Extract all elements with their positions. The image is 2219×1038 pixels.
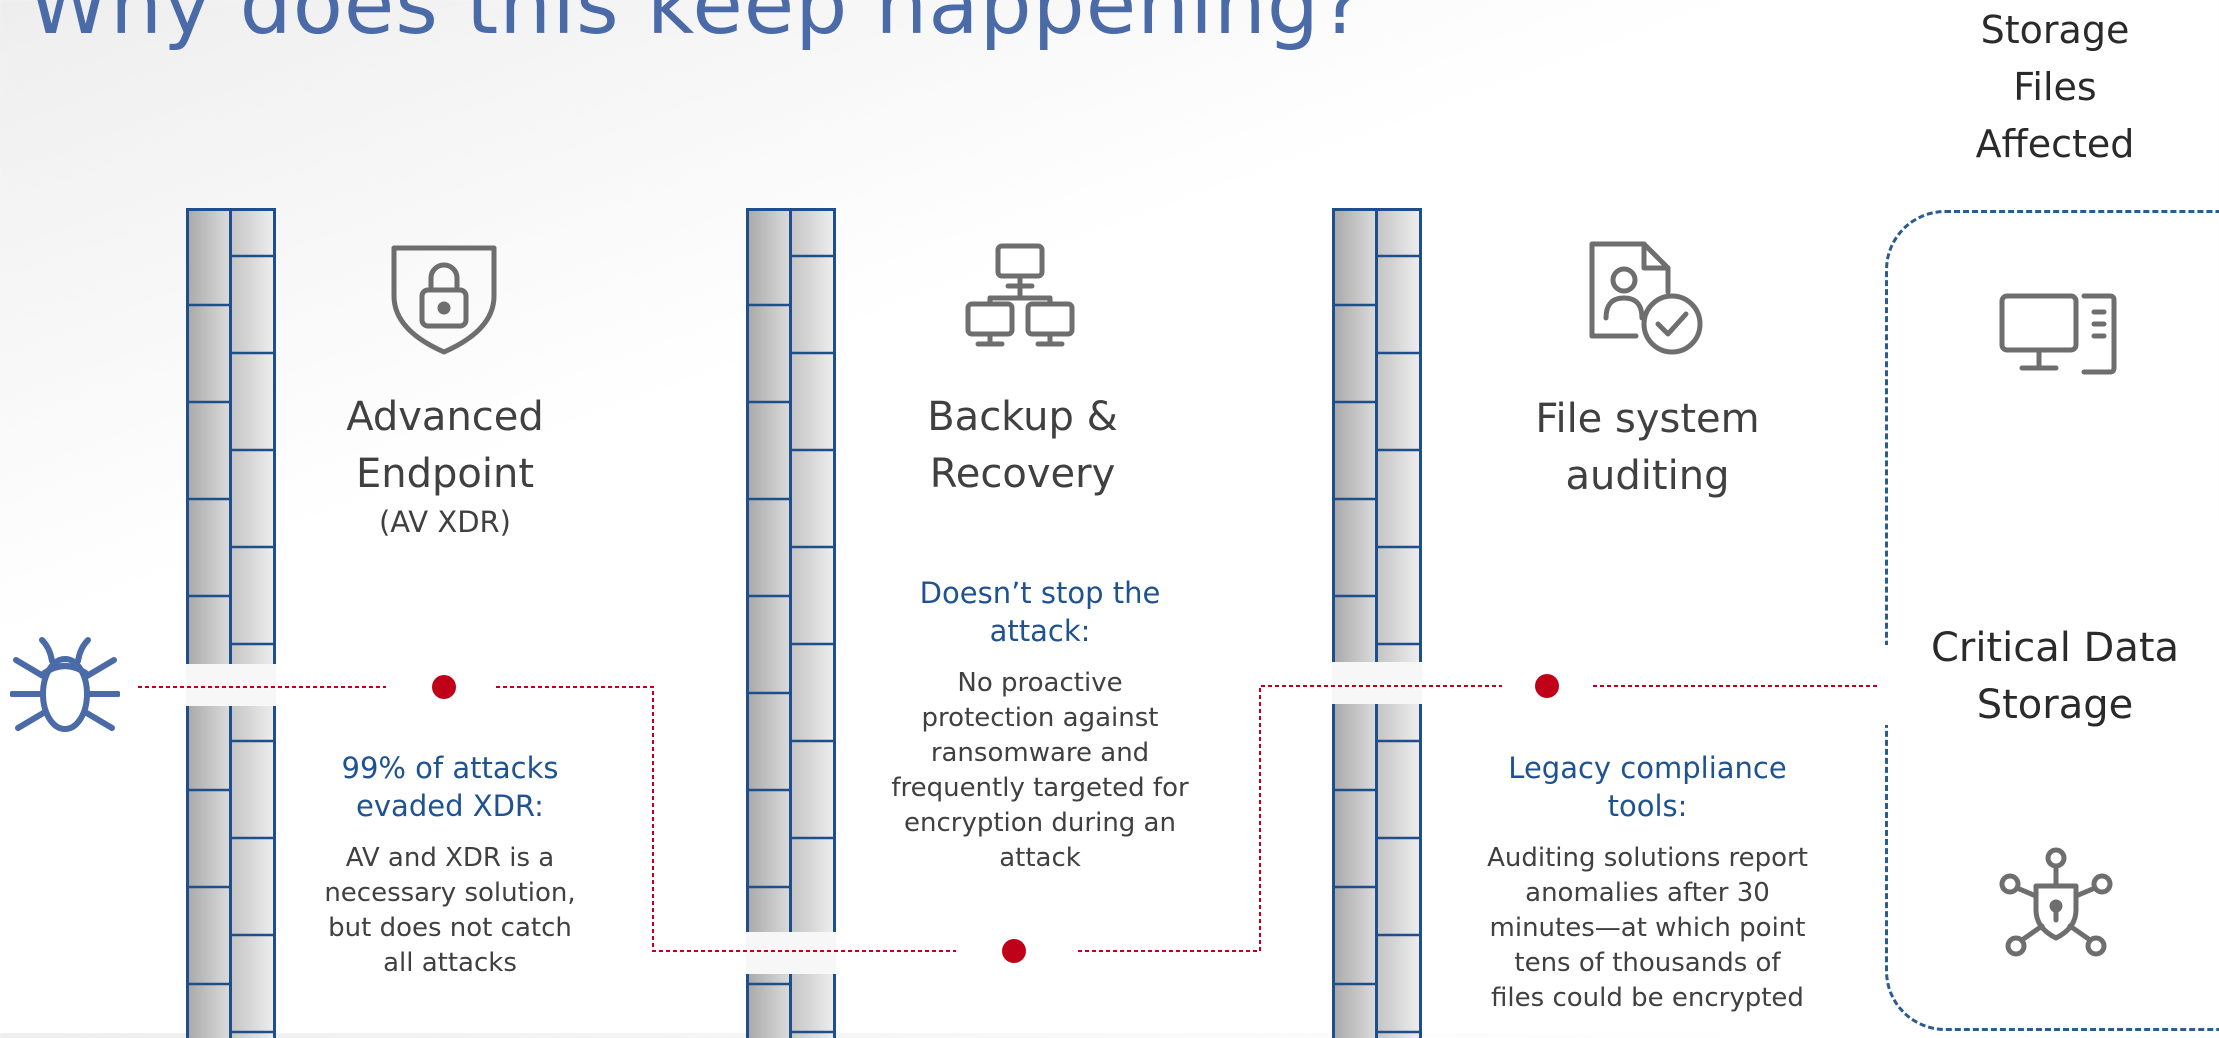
description-line: files could be encrypted xyxy=(1460,981,1835,1016)
attack-point-dot xyxy=(1535,674,1559,698)
auditing-callout: Legacy compliance tools: xyxy=(1480,749,1815,825)
description-line: tens of thousands of xyxy=(1460,946,1835,981)
description-line: necessary solution, xyxy=(290,876,610,911)
description-line: Auditing solutions report xyxy=(1460,841,1835,876)
callout-line: evaded XDR: xyxy=(290,787,610,825)
desktop-server-icon xyxy=(1998,292,2118,376)
heading-line: Backup & xyxy=(880,389,1165,446)
callout-line: 99% of attacks xyxy=(290,749,610,787)
backup-description: No proactive protection against ransomwa… xyxy=(870,666,1210,876)
heading-line: Recovery xyxy=(880,446,1165,503)
description-line: frequently targeted for xyxy=(870,771,1210,806)
auditing-description: Auditing solutions report anomalies afte… xyxy=(1460,841,1835,1016)
description-line: protection against xyxy=(870,701,1210,736)
description-line: ransomware and xyxy=(870,736,1210,771)
attack-point-dot xyxy=(432,675,456,699)
callout-line: Doesn’t stop the xyxy=(880,574,1200,612)
description-line: No proactive xyxy=(870,666,1210,701)
heading-line: auditing xyxy=(1500,448,1795,505)
heading-line: Endpoint xyxy=(300,446,590,503)
endpoint-subheading: (AV XDR) xyxy=(300,505,590,539)
attack-point-dot xyxy=(1002,939,1026,963)
endpoint-callout: 99% of attacks evaded XDR: xyxy=(290,749,610,825)
description-line: all attacks xyxy=(290,946,610,981)
shield-network-icon xyxy=(1996,846,2116,966)
description-line: anomalies after 30 xyxy=(1460,876,1835,911)
network-computers-icon xyxy=(960,238,1080,358)
backup-heading: Backup & Recovery xyxy=(880,389,1165,503)
auditing-heading: File system auditing xyxy=(1500,391,1795,505)
description-line: but does not catch xyxy=(290,911,610,946)
file-user-check-icon xyxy=(1584,236,1708,360)
storage-box-opening xyxy=(1878,645,1898,725)
storage-label-line: Storage xyxy=(1900,677,2210,734)
description-line: attack xyxy=(870,841,1210,876)
backup-callout: Doesn’t stop the attack: xyxy=(880,574,1200,650)
heading-line: File system xyxy=(1500,391,1795,448)
endpoint-heading: Advanced Endpoint xyxy=(300,389,590,503)
shield-lock-icon xyxy=(384,238,504,358)
description-line: AV and XDR is a xyxy=(290,841,610,876)
callout-line: Legacy compliance xyxy=(1480,749,1815,787)
bug-icon xyxy=(10,628,120,738)
storage-label-line: Critical Data xyxy=(1900,620,2210,677)
heading-line: Advanced xyxy=(300,389,590,446)
description-line: encryption during an xyxy=(870,806,1210,841)
description-line: minutes—at which point xyxy=(1460,911,1835,946)
endpoint-description: AV and XDR is a necessary solution, but … xyxy=(290,841,610,981)
callout-line: tools: xyxy=(1480,787,1815,825)
critical-storage-label: Critical Data Storage xyxy=(1900,620,2210,734)
callout-line: attack: xyxy=(880,612,1200,650)
